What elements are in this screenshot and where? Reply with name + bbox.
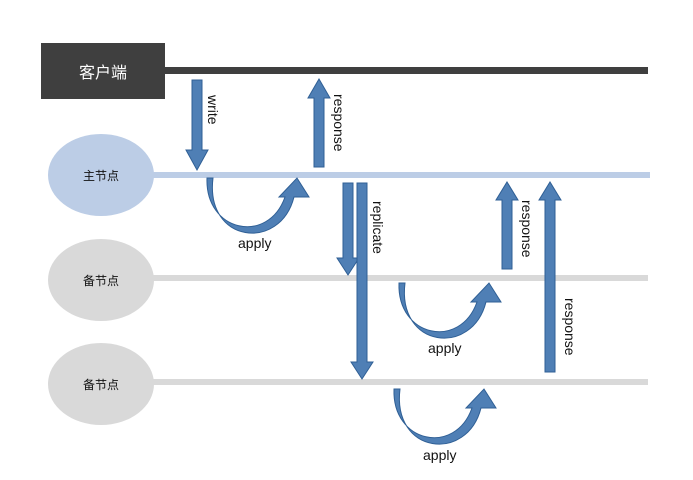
response-arrow-backup-1	[495, 181, 519, 270]
client-label: 客户端	[78, 63, 127, 82]
apply-arrow-backup-2	[393, 388, 497, 445]
response-arrow-primary	[307, 78, 331, 168]
apply-arrow-primary	[206, 177, 310, 234]
backup-1-timeline	[150, 275, 648, 281]
replicate-arrow-backup-2	[350, 182, 374, 380]
backup-node-1-label: 备节点	[82, 274, 119, 288]
primary-timeline	[150, 172, 650, 178]
write-arrow	[185, 79, 209, 172]
write-label: write	[205, 95, 221, 125]
backup-node-1	[48, 239, 154, 321]
response-label-primary: response	[331, 94, 347, 152]
apply-arrow-backup-1	[398, 282, 502, 339]
backup-node-2	[48, 343, 154, 425]
backup-node-2-label: 备节点	[82, 378, 119, 392]
client-timeline	[160, 67, 648, 74]
response-label-backup-2: response	[562, 298, 578, 356]
primary-node	[48, 134, 154, 216]
client-box: 客户端	[41, 43, 165, 99]
primary-node-label: 主节点	[82, 169, 119, 183]
apply-label-backup-2: apply	[423, 447, 457, 463]
replicate-arrow-backup-1	[336, 182, 360, 276]
backup-2-timeline	[150, 379, 648, 385]
apply-label-backup-1: apply	[428, 340, 462, 356]
replicate-label: replicate	[370, 201, 386, 254]
apply-label-primary: apply	[238, 235, 272, 251]
response-arrow-backup-2	[538, 181, 562, 373]
response-label-backup-1: response	[519, 200, 535, 258]
